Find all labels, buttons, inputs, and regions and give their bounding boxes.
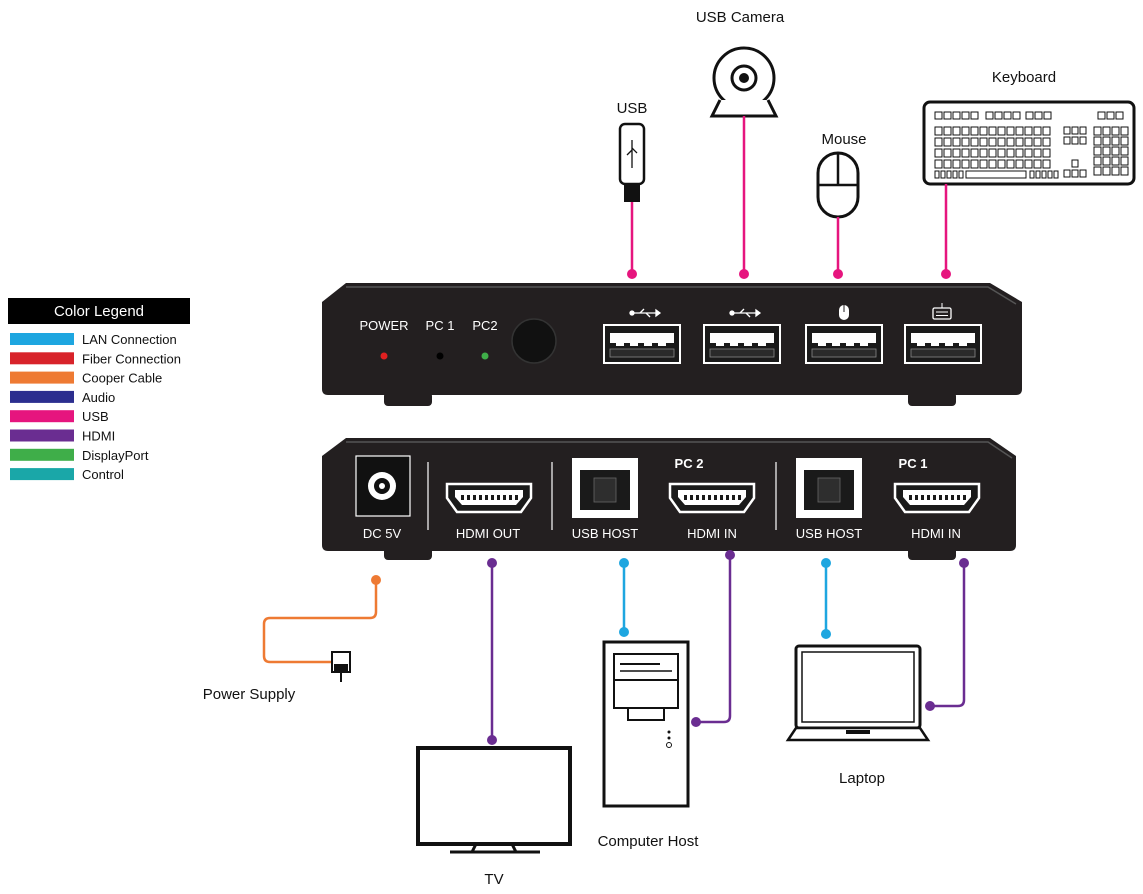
usb-a-port[interactable] xyxy=(805,324,883,364)
hdmi-port[interactable] xyxy=(893,482,981,514)
legend-swatch xyxy=(10,410,74,423)
usb-icon xyxy=(729,308,762,318)
legend-label: USB xyxy=(82,409,109,424)
legend-swatch xyxy=(10,390,74,403)
power-label: POWER xyxy=(359,318,408,333)
cables xyxy=(262,555,966,740)
legend-item: USB xyxy=(10,409,109,424)
laptop: Laptop xyxy=(785,644,931,787)
legend-label: HDMI xyxy=(82,429,115,444)
mouse: Mouse xyxy=(816,131,867,279)
legend-swatch xyxy=(10,468,74,481)
legend-item: Control xyxy=(10,467,124,482)
usb-host-pc1-label: USB HOST xyxy=(796,526,863,541)
pc1-label: PC 1 xyxy=(426,318,455,333)
legend-label: Fiber Connection xyxy=(82,351,181,366)
mouse-label: Mouse xyxy=(821,131,866,148)
legend-label: DisplayPort xyxy=(82,448,149,463)
tv: TV xyxy=(416,746,572,888)
legend-label: Audio xyxy=(82,390,115,405)
usb-a-port[interactable] xyxy=(703,324,781,364)
pc1-led xyxy=(436,352,444,360)
usb-drive-label: USB xyxy=(617,100,648,117)
usb-camera-label: USB Camera xyxy=(696,9,785,26)
power-supply: Power Supply xyxy=(203,651,351,703)
legend-label: Cooper Cable xyxy=(82,371,162,386)
keyboard-icon xyxy=(932,303,952,320)
legend-label: Control xyxy=(82,467,124,482)
legend-swatch xyxy=(10,333,74,345)
pc2-label: PC2 xyxy=(472,318,497,333)
legend-item: Fiber Connection xyxy=(10,351,181,366)
usb-icon xyxy=(629,308,662,318)
kvm-front-panel: POWER PC 1 PC2 xyxy=(322,283,1022,406)
usb-a-port[interactable] xyxy=(603,324,681,364)
legend-swatch xyxy=(10,371,74,384)
usb-host-pc2-label: USB HOST xyxy=(572,526,639,541)
keyboard: Keyboard xyxy=(922,69,1136,279)
power-led xyxy=(380,352,388,360)
legend-item: Cooper Cable xyxy=(10,371,162,386)
legend-title: Color Legend xyxy=(54,303,144,320)
hdmi-port[interactable] xyxy=(668,482,756,514)
legend-item: Audio xyxy=(10,390,115,405)
computer-host-label: Computer Host xyxy=(598,833,700,850)
legend-item: HDMI xyxy=(10,429,115,444)
power-supply-label: Power Supply xyxy=(203,686,296,703)
hdmi-in-pc2-label: HDMI IN xyxy=(687,526,737,541)
legend-swatch xyxy=(10,352,74,365)
usb-b-port[interactable] xyxy=(572,458,638,518)
hdmi-in-pc1-label: HDMI IN xyxy=(911,526,961,541)
legend-label: LAN Connection xyxy=(82,332,177,347)
legend-swatch xyxy=(10,448,74,461)
legend-title-bar xyxy=(8,298,190,324)
hdmi-port[interactable] xyxy=(445,482,533,514)
pc1-group-label: PC 1 xyxy=(899,456,928,471)
switch-button[interactable] xyxy=(511,318,557,364)
tv-label: TV xyxy=(484,871,503,888)
legend-item: DisplayPort xyxy=(10,448,149,463)
usb-icon xyxy=(626,140,638,168)
usb-drive: USB xyxy=(617,100,648,279)
mouse-icon xyxy=(839,305,849,320)
dc-5v-port[interactable] xyxy=(355,455,411,517)
kvm-rear-panel: DC 5V HDMI OUT HDMI IN HDMI IN USB HOST … xyxy=(322,438,1016,560)
legend-swatch xyxy=(10,429,74,442)
usb-a-port[interactable] xyxy=(904,324,982,364)
computer-host: Computer Host xyxy=(598,640,700,850)
usb-camera: USB Camera xyxy=(696,9,785,279)
usb-b-port[interactable] xyxy=(796,458,862,518)
laptop-label: Laptop xyxy=(839,770,885,787)
hdmi-out-label: HDMI OUT xyxy=(456,526,520,541)
pc2-group-label: PC 2 xyxy=(675,456,704,471)
dc-5v-label: DC 5V xyxy=(363,526,402,541)
pc2-led xyxy=(481,352,489,360)
keyboard-label: Keyboard xyxy=(992,69,1056,86)
legend-item: LAN Connection xyxy=(10,332,177,347)
